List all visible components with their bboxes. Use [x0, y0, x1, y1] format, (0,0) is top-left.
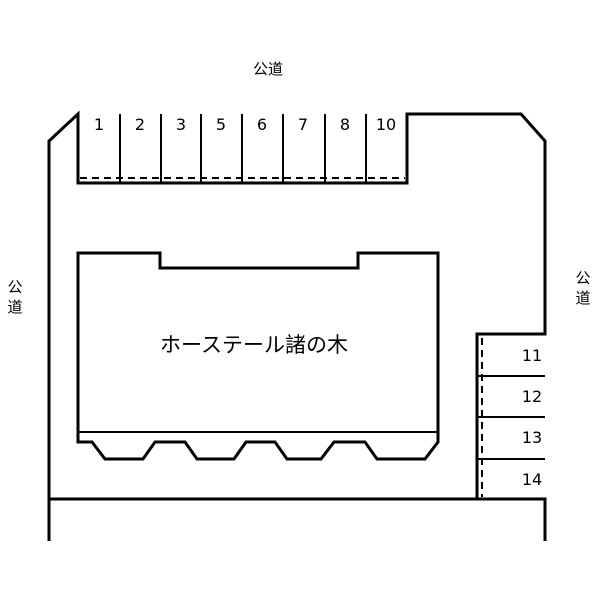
parking-space-number: 8	[339, 115, 351, 134]
parking-space-number: 6	[256, 115, 268, 134]
building-outline	[76, 251, 440, 461]
right-parking-dividers	[477, 375, 545, 460]
parking-space-number: 12	[521, 387, 543, 406]
parking-space-number: 7	[297, 115, 309, 134]
parking-space-number: 1	[93, 115, 105, 134]
road-label-left: 公道	[7, 278, 23, 316]
road-edge-bottom	[49, 497, 547, 541]
road-label-right: 公道	[575, 269, 591, 307]
building-name: ホーステール諸の木	[160, 333, 348, 357]
road-label-top: 公道	[253, 60, 284, 78]
lot-boundary	[47, 110, 547, 541]
parking-space-number: 3	[175, 115, 187, 134]
parking-space-number: 5	[215, 115, 227, 134]
parking-space-number: 14	[521, 470, 543, 489]
parking-space-number: 10	[375, 115, 397, 134]
parking-space-number: 13	[521, 428, 543, 447]
top-parking-dividers	[119, 114, 367, 183]
parking-space-number: 2	[134, 115, 146, 134]
parking-space-number: 11	[521, 346, 543, 365]
